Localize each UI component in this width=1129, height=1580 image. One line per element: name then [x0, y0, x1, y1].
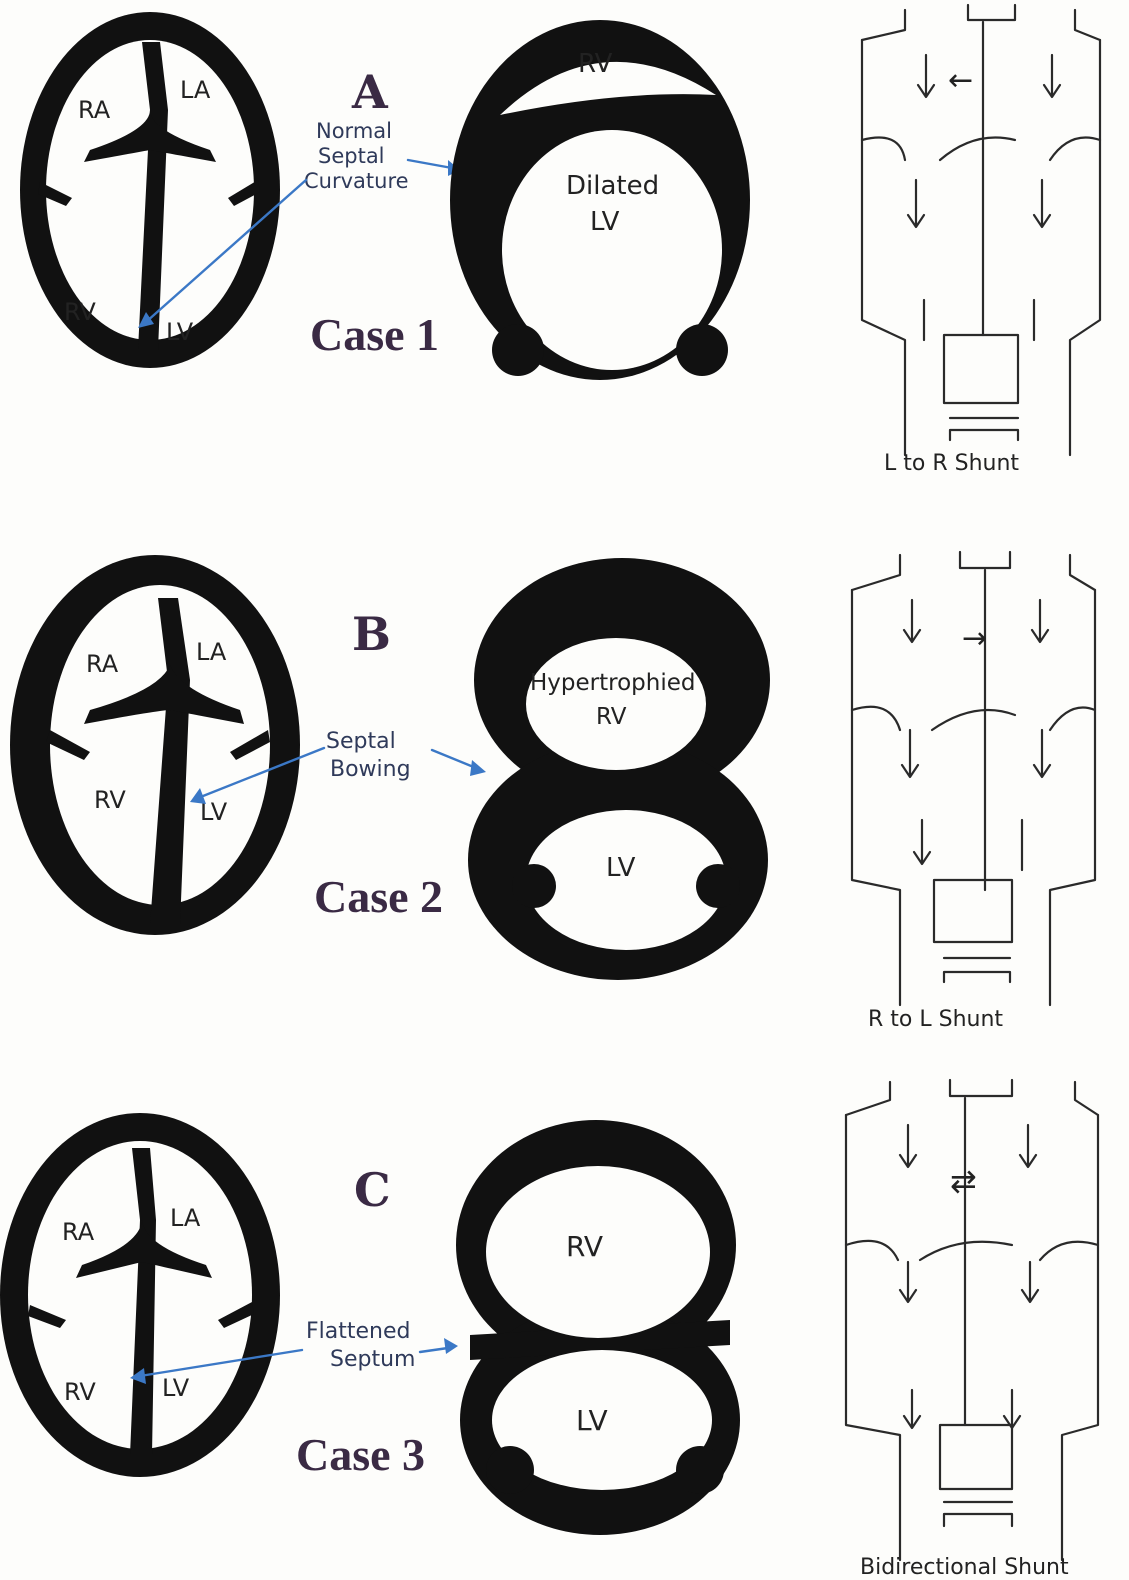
septum-note-c-2: Septum [330, 1347, 415, 1372]
short-axis-view-b: Hypertrophied RV LV [468, 558, 770, 980]
label-bottom-c: LV [576, 1404, 608, 1437]
septum-note-a-2: Septal [318, 144, 385, 168]
shunt-schematic-a: ← L to R Shunt [862, 5, 1100, 476]
label-ra-c: RA [62, 1218, 95, 1246]
label-la-a: LA [180, 76, 211, 104]
shunt-schematic-b: → R to L Shunt [852, 552, 1095, 1032]
label-lv-c: LV [162, 1374, 190, 1402]
label-la-c: LA [170, 1204, 201, 1232]
case-label-2: Case 2 [314, 871, 443, 922]
label-top-a: RV [578, 49, 613, 79]
label-lv-a: LV [166, 318, 194, 346]
label-la-b: LA [196, 638, 227, 666]
label-rv-c: RV [64, 1378, 96, 1406]
panel-b: RA LA RV LV B Septal Bowing Case 2 Hyper… [10, 552, 1095, 1032]
pointer-arrow-b-right [432, 750, 476, 768]
case-label-3: Case 3 [296, 1429, 425, 1480]
panel-letter-c: C [354, 1163, 391, 1217]
label-rv-a: RV [64, 298, 96, 326]
four-chamber-view-b: RA LA RV LV [10, 555, 300, 935]
four-chamber-view-c: RA LA RV LV [0, 1113, 280, 1477]
case-label-1: Case 1 [310, 309, 439, 360]
shunt-glyph-c: ⇄ [950, 1162, 977, 1200]
shunt-label-b: R to L Shunt [868, 1007, 1003, 1032]
septum-note-a-1: Normal [316, 119, 392, 143]
label-top-b-1: Hypertrophied [530, 670, 695, 696]
shunt-label-a: L to R Shunt [884, 451, 1019, 476]
shunt-label-c: Bidirectional Shunt [860, 1555, 1069, 1580]
pointer-arrow-a-right [408, 160, 452, 168]
septum-note-b-1: Septal [326, 729, 396, 754]
label-bottom-a-2: LV [590, 207, 620, 237]
short-axis-view-a: RV Dilated LV [450, 20, 750, 380]
four-chamber-view-a: RA LA RV LV [20, 12, 280, 368]
label-rv-b: RV [94, 786, 126, 814]
label-top-c: RV [566, 1230, 603, 1263]
panel-c: RA LA RV LV C Flattened Septum Case 3 RV… [0, 1080, 1098, 1580]
panel-a: RA LA RV LV A Normal Septal Curvature Ca… [20, 5, 1100, 476]
septum-note-c-1: Flattened [306, 1319, 410, 1344]
label-bottom-a-1: Dilated [566, 171, 659, 201]
label-ra-b: RA [86, 650, 119, 678]
septum-note-b-2: Bowing [330, 757, 411, 782]
label-ra-a: RA [78, 96, 111, 124]
shunt-glyph-a: ← [948, 63, 973, 98]
panel-letter-a: A [351, 65, 389, 119]
label-top-b-2: RV [596, 704, 627, 730]
shunt-glyph-b: → [962, 621, 987, 656]
septum-note-a-3: Curvature [304, 169, 409, 193]
label-bottom-b: LV [606, 853, 636, 883]
pointer-arrow-c-right [420, 1348, 448, 1352]
panel-letter-b: B [352, 607, 391, 661]
shunt-schematic-c: ⇄ Bidirectional Shunt [846, 1080, 1098, 1580]
short-axis-view-c: RV LV [456, 1120, 740, 1535]
